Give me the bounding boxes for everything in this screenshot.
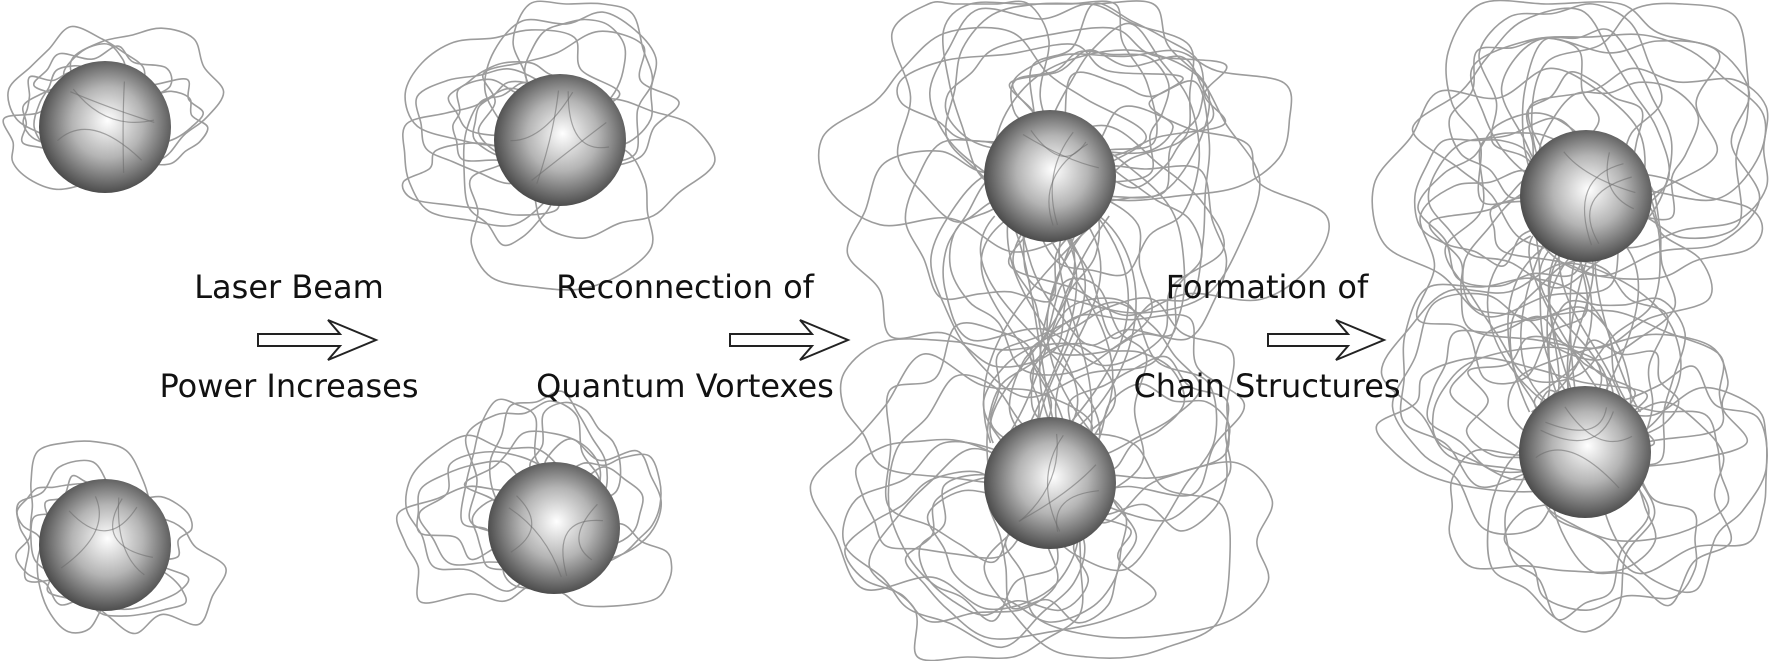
vortex-line	[1371, 67, 1646, 318]
step-2-bottom-label: Quantum Vortexes	[536, 367, 834, 405]
vortex-line	[1018, 464, 1097, 522]
step-3-bottom-label: Chain Structures	[1133, 367, 1400, 405]
vortex-line	[1486, 235, 1560, 413]
vortex-line	[1557, 235, 1627, 413]
step-2-top-label: Reconnection of	[556, 268, 815, 306]
vortex-line	[1547, 297, 1686, 466]
vortex-line	[70, 91, 155, 123]
step-1: Laser Beam Power Increases	[159, 268, 418, 405]
vortex-line	[1054, 215, 1102, 444]
vortex-line	[1048, 143, 1089, 226]
vortex-line	[1489, 169, 1764, 280]
vortex-line	[1563, 151, 1636, 194]
vortex-line	[122, 81, 125, 173]
step-2: Reconnection of Quantum Vortexes	[536, 268, 851, 405]
spheres	[39, 61, 1652, 611]
vortex-line	[562, 519, 604, 577]
vortex-line	[1046, 434, 1064, 532]
vortex-line	[1520, 235, 1565, 413]
vortex-line	[68, 506, 138, 532]
vortex-line	[1606, 152, 1635, 210]
vortex-line	[531, 122, 607, 181]
vortex-line	[578, 503, 598, 561]
vortex-line	[1034, 215, 1086, 444]
vortex-line	[979, 215, 1101, 444]
vortex-line	[942, 124, 1226, 367]
step-3: Formation of Chain Structures	[1133, 268, 1400, 405]
vortex-line	[112, 498, 154, 558]
vortex-line	[928, 3, 1195, 202]
particle-sphere	[39, 61, 171, 193]
particle-sphere	[984, 110, 1116, 242]
vortex-line	[854, 438, 1038, 559]
vortex-line	[1535, 449, 1620, 489]
vortex-line	[1530, 2, 1750, 240]
vortex-line	[117, 497, 145, 576]
vortex-line	[72, 88, 155, 123]
vortex-line	[1004, 461, 1274, 639]
step-1-bottom-label: Power Increases	[159, 367, 418, 405]
vortex-line	[986, 297, 1218, 572]
right-arrow-icon	[257, 319, 379, 361]
vortex-line	[1417, 112, 1619, 288]
vortex-line	[1594, 235, 1640, 413]
vortex-line	[1507, 235, 1565, 413]
vortex-line	[1540, 411, 1614, 442]
vortex-line	[567, 91, 610, 149]
vortex-line	[1583, 163, 1624, 246]
vortex-line	[1056, 215, 1137, 444]
vortex-line	[1589, 176, 1632, 245]
vortex-line	[983, 433, 1232, 659]
vortex-line	[982, 215, 1103, 444]
vortex-line	[1564, 406, 1633, 443]
vortex-line	[1029, 297, 1235, 524]
vortex-line	[1507, 333, 1748, 468]
vortex-line	[56, 128, 143, 161]
vortex-line	[1469, 33, 1767, 202]
right-arrow-icon	[729, 319, 851, 361]
vortex-line	[510, 91, 574, 142]
vortex-line	[809, 353, 1094, 611]
step-1-top-label: Laser Beam	[194, 268, 384, 306]
vortex-line	[1051, 131, 1074, 226]
vortex-line	[508, 507, 562, 578]
right-arrow-icon	[1267, 319, 1387, 361]
particle-sphere	[494, 74, 626, 206]
particle-sphere	[488, 462, 620, 594]
vortex-line	[60, 496, 100, 569]
particle-sphere	[1519, 386, 1651, 518]
vortex-line	[1006, 215, 1079, 444]
vortex-line	[887, 373, 1059, 622]
vortex-line	[980, 215, 1069, 444]
vortex-line	[1500, 37, 1761, 277]
vortex-line	[989, 301, 1202, 467]
vortex-line	[477, 30, 680, 170]
particle-sphere	[39, 479, 171, 611]
vortex-line	[1545, 407, 1608, 431]
vortex-line	[1012, 165, 1228, 356]
step-3-top-label: Formation of	[1166, 268, 1369, 306]
